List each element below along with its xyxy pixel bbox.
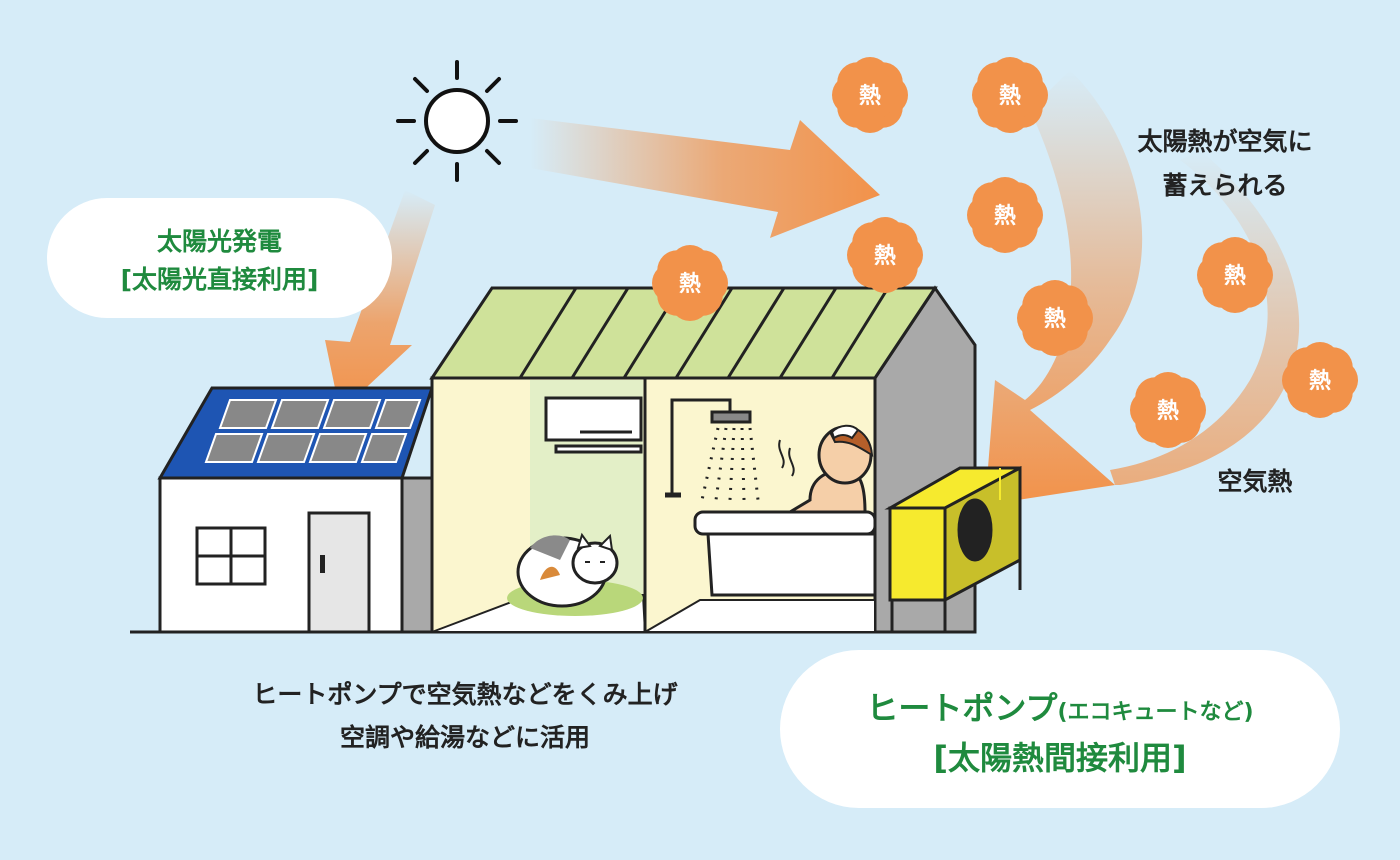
air-heat-curved-arrow-outer	[1110, 150, 1300, 485]
air-caption-line1: 太陽熱が空気に	[1137, 127, 1313, 156]
heat-pump-unit-icon	[884, 465, 1022, 632]
heat-badge-label: 熱	[679, 271, 701, 297]
cat-icon	[507, 532, 643, 616]
air-conditioner-icon	[544, 396, 643, 454]
air-heat-label: 空気熱	[1217, 467, 1293, 496]
heatpump-bubble-subtitle: (エコキュートなど)	[1057, 700, 1254, 725]
sun-icon	[396, 60, 518, 182]
small-house	[157, 386, 435, 634]
shower-icon	[665, 398, 760, 501]
heat-badge-label: 熱	[1224, 263, 1246, 289]
heat-badge: 熱	[1130, 372, 1206, 448]
heat-badge: 熱	[832, 57, 908, 133]
heatpump-caption-line1: ヒートポンプで空気熱などをくみ上げ	[252, 680, 678, 709]
solar-power-subtitle: [太陽光直接利用]	[120, 265, 319, 294]
air-caption-line2: 蓄えられる	[1162, 171, 1288, 200]
heatpump-caption-line2: 空調や給湯などに活用	[339, 723, 590, 752]
heat-badge: 熱	[972, 57, 1048, 133]
heat-badge: 熱	[847, 217, 923, 293]
sunlight-arrow-down	[325, 190, 435, 412]
air-heat-curved-arrow	[985, 70, 1143, 505]
heat-badge: 熱	[1282, 342, 1358, 418]
person-bathing-icon	[778, 424, 874, 514]
heat-badge-label: 熱	[1157, 398, 1179, 424]
heat-badge: 熱	[1197, 237, 1273, 313]
heat-badge-label: 熱	[1309, 368, 1331, 394]
bathtub-icon	[693, 510, 877, 597]
heat-badge-label: 熱	[994, 203, 1016, 229]
heat-badge: 熱	[1017, 280, 1093, 356]
door-icon	[307, 511, 371, 634]
solar-power-title: 太陽光発電	[156, 227, 282, 256]
heatpump-bubble	[780, 650, 1340, 808]
heatpump-bubble-line2: [太陽熱間接利用]	[933, 739, 1187, 777]
heatpump-bubble-title: ヒートポンプ	[866, 689, 1058, 727]
heat-badge: 熱	[967, 177, 1043, 253]
heat-badge-label: 熱	[999, 83, 1021, 109]
solar-power-bubble	[47, 198, 392, 318]
heat-badge-label: 熱	[1044, 306, 1066, 332]
sunlight-arrow-right	[530, 118, 880, 238]
heat-badge-label: 熱	[859, 83, 881, 109]
heatpump-bubble-title-row: ヒートポンプ(エコキュートなど)	[780, 683, 1340, 729]
heat-badge-label: 熱	[874, 243, 896, 269]
heat-badges: 熱熱熱熱熱熱熱熱熱	[652, 57, 1358, 448]
heat-badge: 熱	[652, 245, 728, 321]
window-icon	[195, 526, 267, 586]
